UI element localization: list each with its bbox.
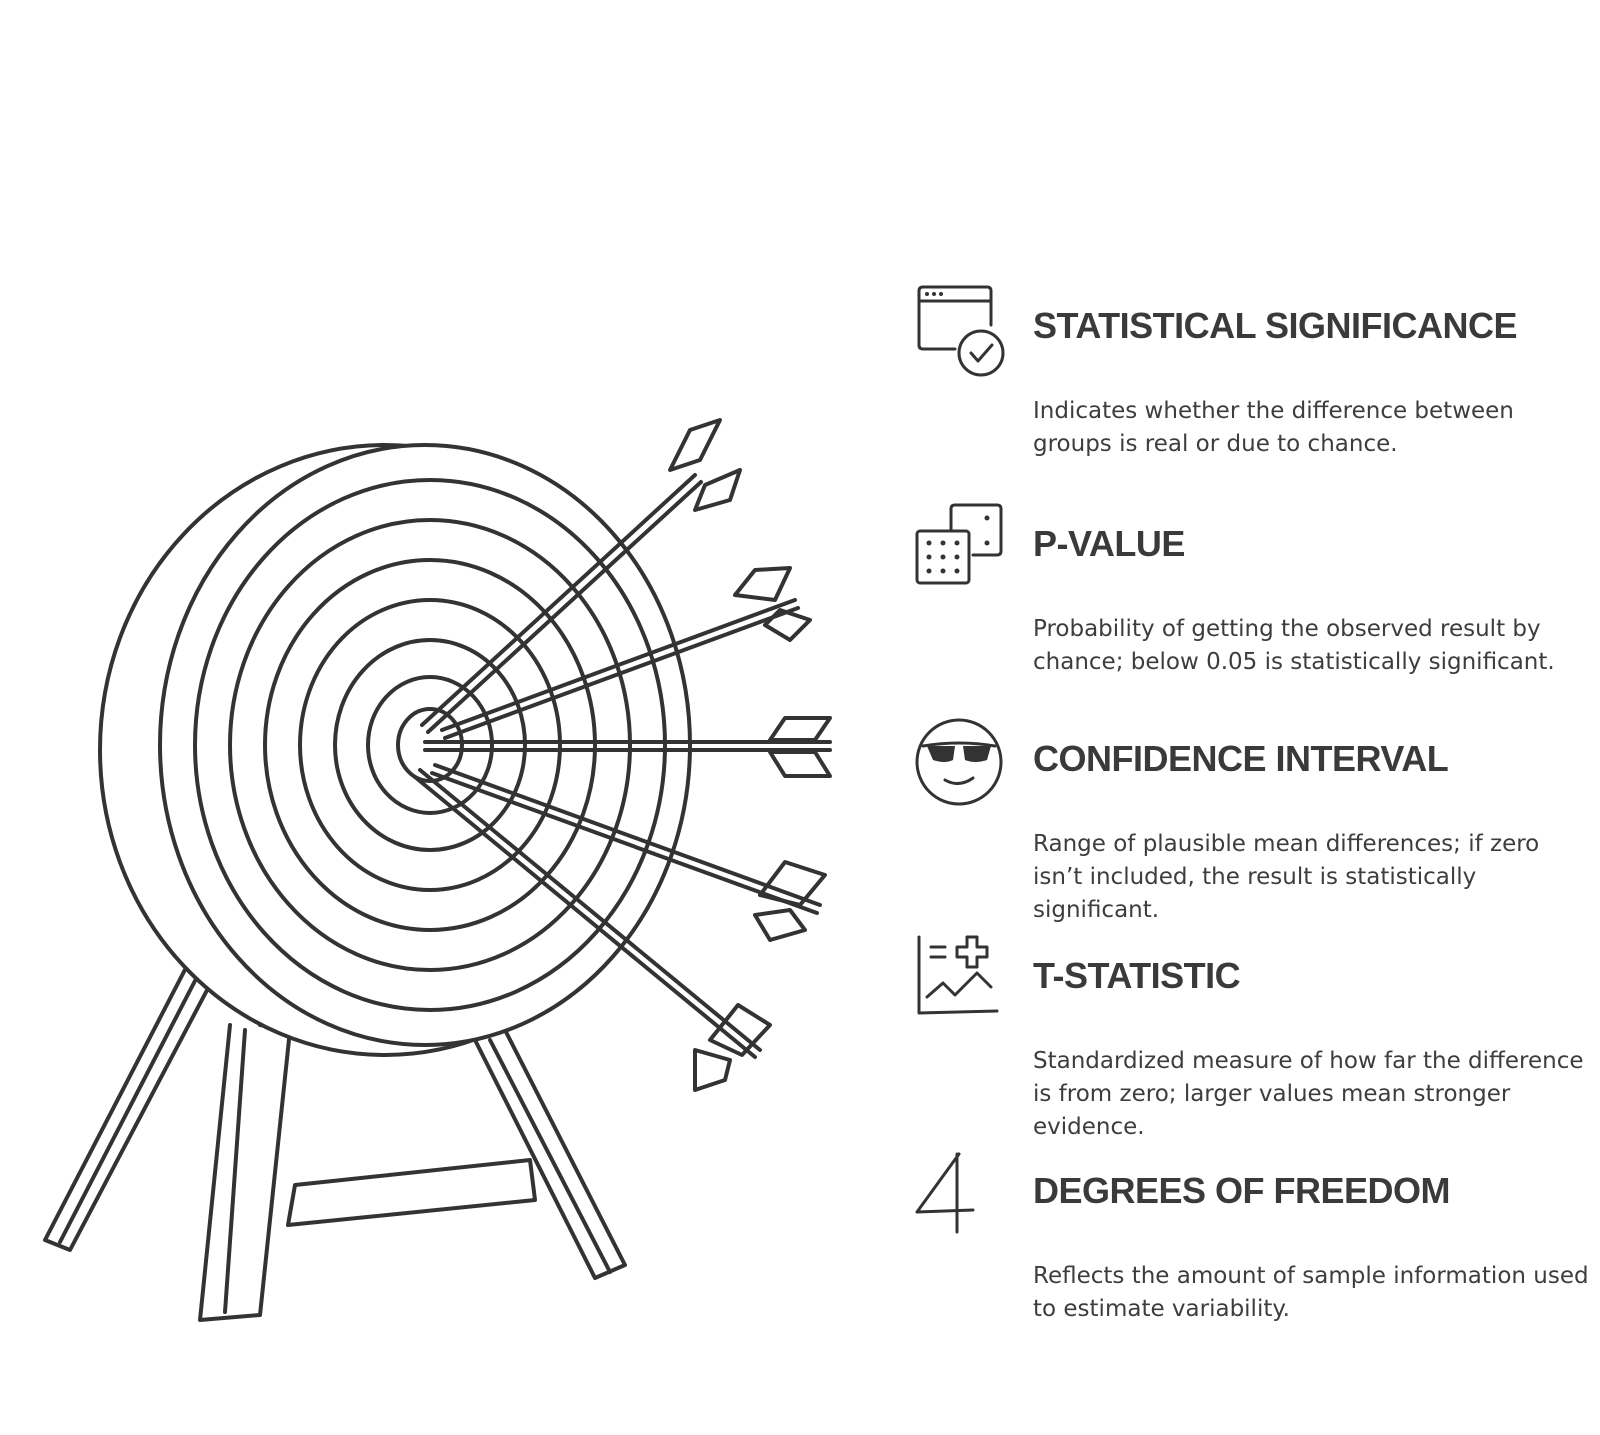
archery-target-arrows-icon	[43, 418, 832, 1322]
concept-description: Indicates whether the difference between…	[1033, 398, 1514, 457]
smiley-sunglasses-icon	[915, 718, 1003, 806]
concept-title: DEGREES OF FREEDOM	[1033, 1170, 1451, 1211]
arrow-2	[440, 566, 812, 740]
arrows	[413, 418, 832, 1092]
arrow-1	[420, 418, 742, 734]
concept-description: Probability of getting the observed resu…	[1033, 616, 1555, 675]
concept-title: T-STATISTIC	[1033, 955, 1241, 996]
browser-window-checkmark-icon	[917, 285, 1005, 377]
arrow-5	[413, 768, 772, 1092]
concept-title: P-VALUE	[1033, 523, 1185, 564]
dice-icon	[915, 503, 1003, 585]
arrow-4	[430, 763, 827, 942]
concept-description: Reflects the amount of sample informatio…	[1033, 1263, 1589, 1322]
concept-description: Range of plausible mean differences; if …	[1033, 831, 1540, 923]
concept-title: STATISTICAL SIGNIFICANCE	[1033, 305, 1518, 346]
number-four-icon	[915, 1152, 975, 1234]
arrow-3	[423, 716, 832, 778]
chart-plus-icon	[917, 935, 999, 1015]
concept-title: CONFIDENCE INTERVAL	[1033, 738, 1449, 779]
concept-description: Standardized measure of how far the diff…	[1033, 1048, 1584, 1140]
